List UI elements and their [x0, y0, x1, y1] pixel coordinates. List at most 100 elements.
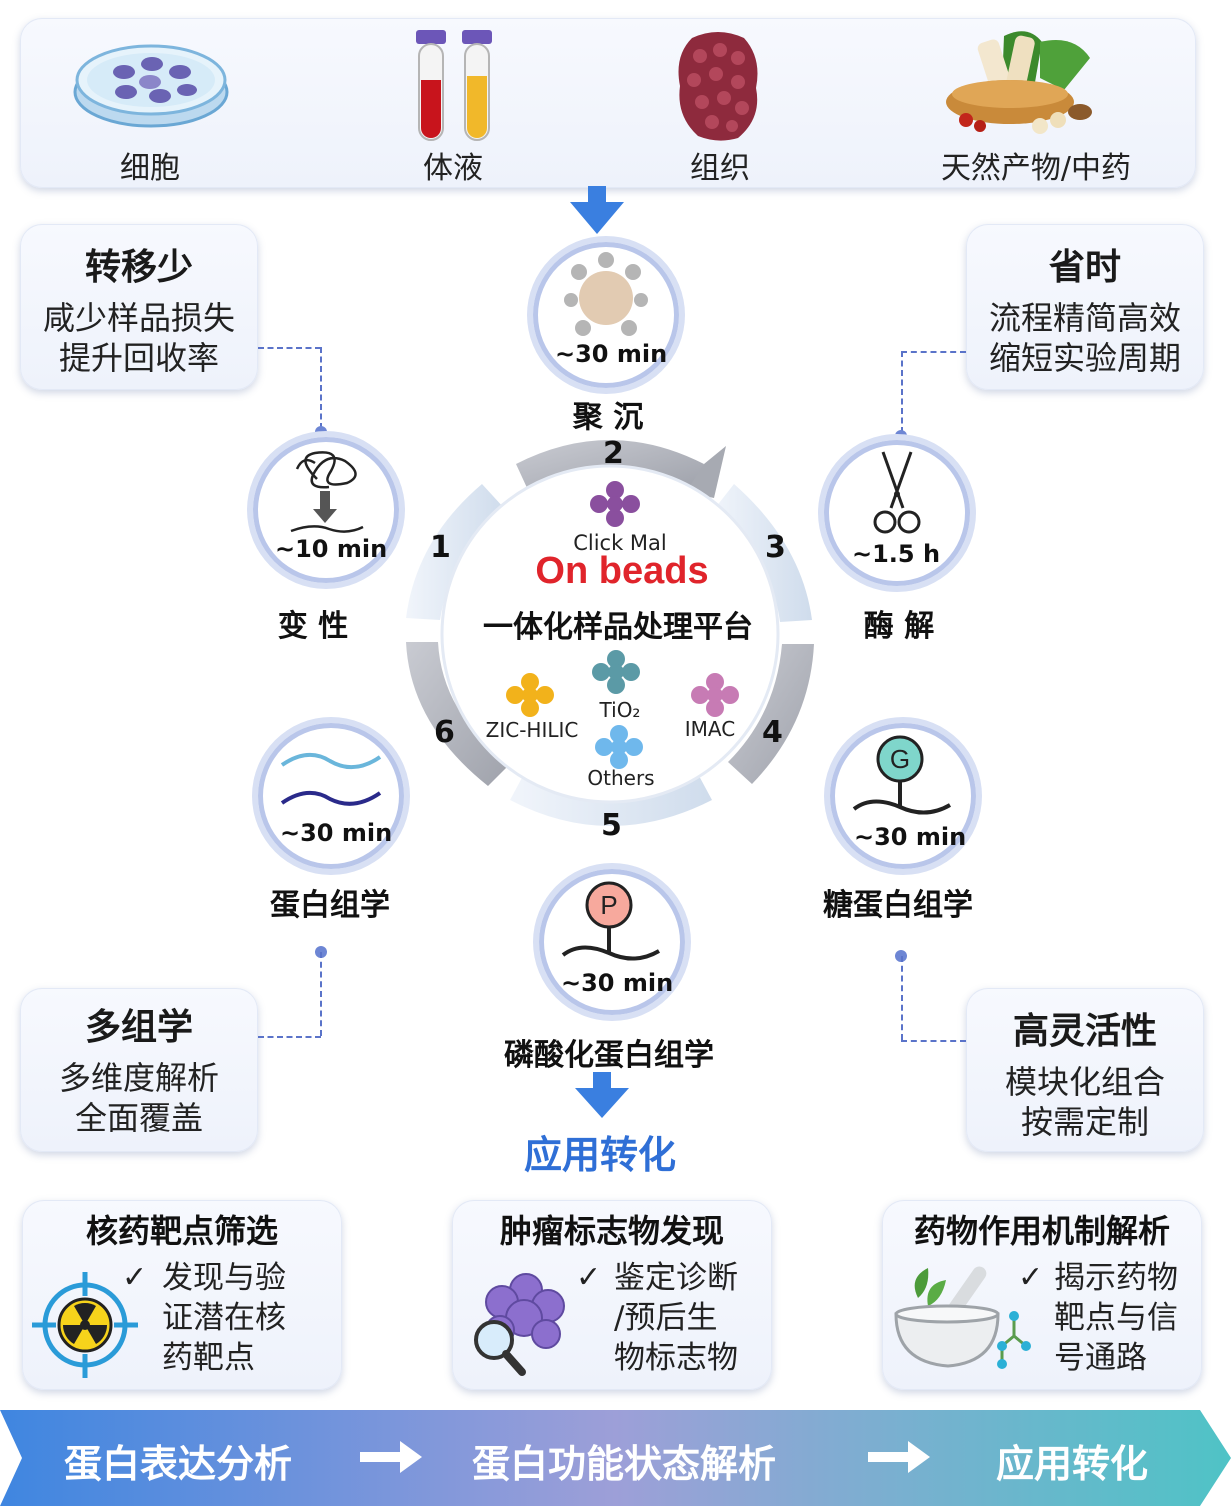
precipitation-icon: [564, 252, 648, 336]
connector-line: [320, 347, 322, 429]
application-line: 靶点与信: [1054, 1300, 1178, 1336]
flow-down-arrow-icon: [575, 1072, 629, 1118]
connector-line: [901, 956, 903, 1040]
click-mal-label: Click Mal: [573, 531, 667, 555]
advantage-card-time-saving: 省时 流程精简高效 缩短实验周期: [966, 224, 1204, 390]
connector-dot: [895, 430, 907, 442]
stage-label: 蛋白功能状态解析: [472, 1442, 777, 1486]
advantage-title: 高灵活性: [1012, 1011, 1157, 1052]
bottom-progress-bar: [0, 1410, 1231, 1506]
step-name-precipitation: 聚 沉: [572, 400, 644, 435]
application-card-tumor-marker: 肿瘤标志物发现 ✓ 鉴定诊断 /预后生 物标志物: [452, 1200, 772, 1390]
advantage-title: 多组学: [84, 1007, 193, 1048]
application-card-nuclear-drug-target: 核药靶点筛选 ✓ 发现与验 证潜在核 药靶点: [22, 1200, 342, 1390]
advantage-line: 流程精简高效: [988, 299, 1181, 337]
on-beads-title: On beads: [535, 550, 709, 592]
advantage-line: 提升回收率: [58, 339, 219, 377]
step-number: 1: [430, 530, 451, 565]
application-title: 核药靶点筛选: [85, 1212, 278, 1250]
application-line: 物标志物: [614, 1340, 738, 1376]
application-line: 号通路: [1054, 1340, 1147, 1376]
advantage-card-multi-omics: 多组学 多维度解析 全面覆盖: [20, 988, 258, 1152]
step-circle-proteomics: ~30 min: [258, 723, 404, 869]
source-label-tissue: 组织: [690, 151, 750, 186]
connector-line: [258, 347, 321, 349]
step-number: 5: [601, 808, 622, 843]
click-mal-beads-icon: [590, 481, 640, 527]
stage-arrow-icon: [360, 1441, 422, 1473]
tissue-icon: [678, 32, 758, 141]
advantage-card-less-transfer: 转移少 咸少样品损失 提升回收率: [20, 224, 258, 390]
stage-arrow-icon: [868, 1441, 930, 1473]
imac-label: IMAC: [684, 717, 736, 741]
step-number: 3: [765, 530, 786, 565]
stage-label: 应用转化: [996, 1442, 1149, 1486]
others-label: Others: [587, 766, 655, 790]
application-title: 肿瘤标志物发现: [499, 1212, 724, 1250]
step-time: ~30 min: [854, 823, 967, 851]
connector-dot: [315, 426, 327, 438]
blood-tubes-icon: [416, 30, 492, 141]
step-time: ~30 min: [561, 969, 674, 997]
stage-label: 蛋白表达分析: [64, 1442, 293, 1486]
step-circle-digest: ~1.5 h: [824, 440, 970, 586]
source-label-cells: 细胞: [120, 151, 180, 186]
application-line: 发现与验: [162, 1260, 286, 1296]
glycan-badge-icon: G: [852, 735, 952, 815]
connector-line: [320, 952, 322, 1036]
application-line: 证潜在核: [162, 1300, 286, 1336]
advantage-title: 转移少: [84, 247, 193, 288]
application-line: 药靶点: [162, 1340, 255, 1376]
glycan-badge-letter: G: [890, 744, 910, 774]
application-card-drug-mechanism: 药物作用机制解析 ✓ 揭示药物 靶点与信 号通路: [882, 1200, 1202, 1390]
application-description: 揭示药物 靶点与信 号通路: [1054, 1258, 1178, 1378]
imac-beads-icon: [691, 673, 739, 717]
step-time: ~1.5 h: [852, 540, 941, 568]
tumor-magnifier-icon: [474, 1273, 565, 1376]
source-label-natural-products: 天然产物/中药: [940, 151, 1132, 186]
application-line: 鉴定诊断: [614, 1260, 738, 1296]
advantage-line: 模块化组合: [1004, 1063, 1165, 1101]
step-time: ~30 min: [555, 340, 668, 368]
workflow-cycle-ring: [406, 440, 814, 826]
herbal-medicine-icon: [946, 31, 1092, 134]
advantage-line: 咸少样品损失: [42, 299, 235, 337]
advantage-title: 省时: [1048, 247, 1121, 288]
tio2-beads-icon: [592, 650, 640, 694]
check-icon: ✓: [576, 1260, 602, 1295]
advantage-line: 多维度解析: [58, 1059, 219, 1097]
advantage-card-flexibility: 高灵活性 模块化组合 按需定制: [966, 988, 1204, 1152]
source-label-body-fluid: 体液: [423, 151, 483, 186]
step-circle-phosphoproteomics: P ~30 min: [539, 869, 685, 1015]
step-circle-glycoproteomics: G ~30 min: [830, 723, 976, 869]
step-time: ~10 min: [275, 535, 388, 563]
peptide-strands-icon: [280, 753, 382, 806]
step-name-phosphoproteomics: 磷酸化蛋白组学: [504, 1038, 714, 1073]
application-description: 发现与验 证潜在核 药靶点: [162, 1258, 286, 1378]
step-number: 4: [762, 715, 783, 750]
phospho-badge-icon: P: [561, 881, 661, 961]
denature-icon: [290, 451, 364, 533]
petri-dish-icon: [73, 44, 229, 128]
tio2-label: TiO₂: [599, 698, 641, 722]
check-icon: ✓: [1018, 1260, 1044, 1295]
zic-hilic-beads-icon: [506, 673, 554, 717]
advantage-line: 全面覆盖: [74, 1099, 203, 1137]
advantage-line: 缩短实验周期: [988, 339, 1181, 377]
application-heading: 应用转化: [523, 1133, 676, 1177]
zic-hilic-label: ZIC-HILIC: [485, 718, 579, 742]
advantage-line: 按需定制: [1020, 1103, 1149, 1141]
connector-line: [901, 351, 903, 433]
others-beads-icon: [595, 725, 643, 769]
step-circle-denature: ~10 min: [253, 437, 399, 583]
step-time: ~30 min: [280, 819, 393, 847]
application-description: 鉴定诊断 /预后生 物标志物: [614, 1258, 738, 1378]
platform-title: 一体化样品处理平台: [483, 610, 753, 645]
step-name-digest: 酶 解: [863, 609, 935, 644]
connector-line: [901, 1040, 966, 1042]
mortar-pestle-icon: [894, 1266, 1031, 1369]
step-name-proteomics: 蛋白组学: [270, 888, 390, 923]
connector-line: [901, 351, 966, 353]
scissors-icon: [873, 451, 921, 534]
step-name-denature: 变 性: [277, 609, 349, 644]
